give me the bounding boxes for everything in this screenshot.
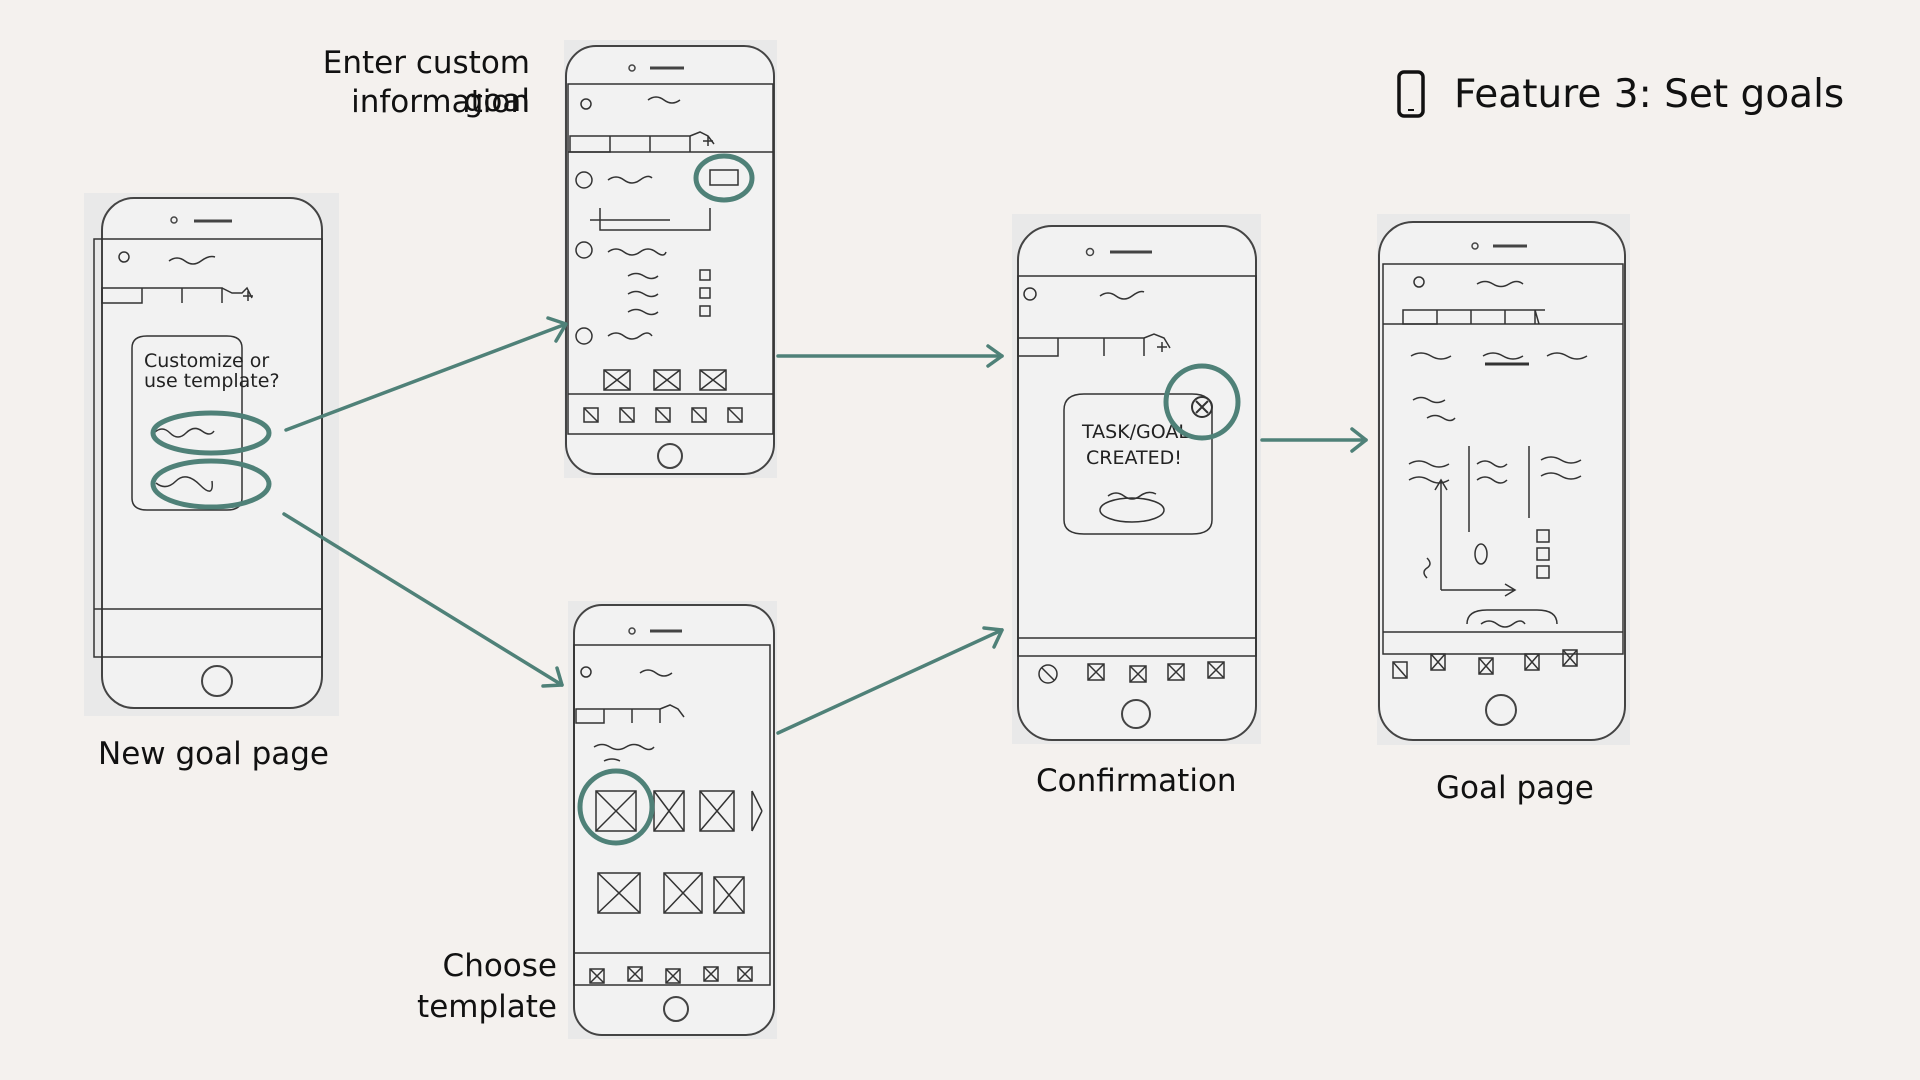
new-goal-page-sketch: Customize or use template? <box>84 193 339 716</box>
custom-info-label-line-1: Enter custom goal <box>322 45 530 119</box>
choose-template-sketch <box>568 601 777 1039</box>
new-goal-page-label: New goal page <box>98 736 330 772</box>
arrow-confirmation-to-goal-page <box>1260 427 1368 453</box>
arrow-choose-template-to-confirmation <box>776 626 1004 735</box>
goal-page-sketch <box>1377 214 1630 745</box>
custom-info-label-line-2: information <box>351 84 530 120</box>
choose-template-label-line-1: Choose <box>442 948 557 984</box>
arrow-custom-info-to-confirmation <box>776 344 1004 368</box>
feature-title-text: Feature 3: Set goals <box>1454 71 1845 117</box>
goal-page-label: Goal page <box>1436 770 1594 806</box>
confirmation-sketch: TASK/GOAL CREATED! <box>1012 214 1261 744</box>
feature-title: Feature 3: Set goals <box>1396 66 1844 122</box>
confirmation-label: Confirmation <box>1036 763 1237 799</box>
custom-info-sketch <box>564 40 777 478</box>
new-goal-sketch-line-1: Customize or <box>144 350 269 372</box>
confirmation-sketch-line-2: CREATED! <box>1086 447 1182 469</box>
choose-template-label-line-2: template <box>417 989 557 1025</box>
mobile-phone-icon <box>1397 70 1425 118</box>
confirmation-sketch-line-1: TASK/GOAL <box>1081 421 1189 443</box>
new-goal-sketch-line-2: use template? <box>144 370 280 392</box>
